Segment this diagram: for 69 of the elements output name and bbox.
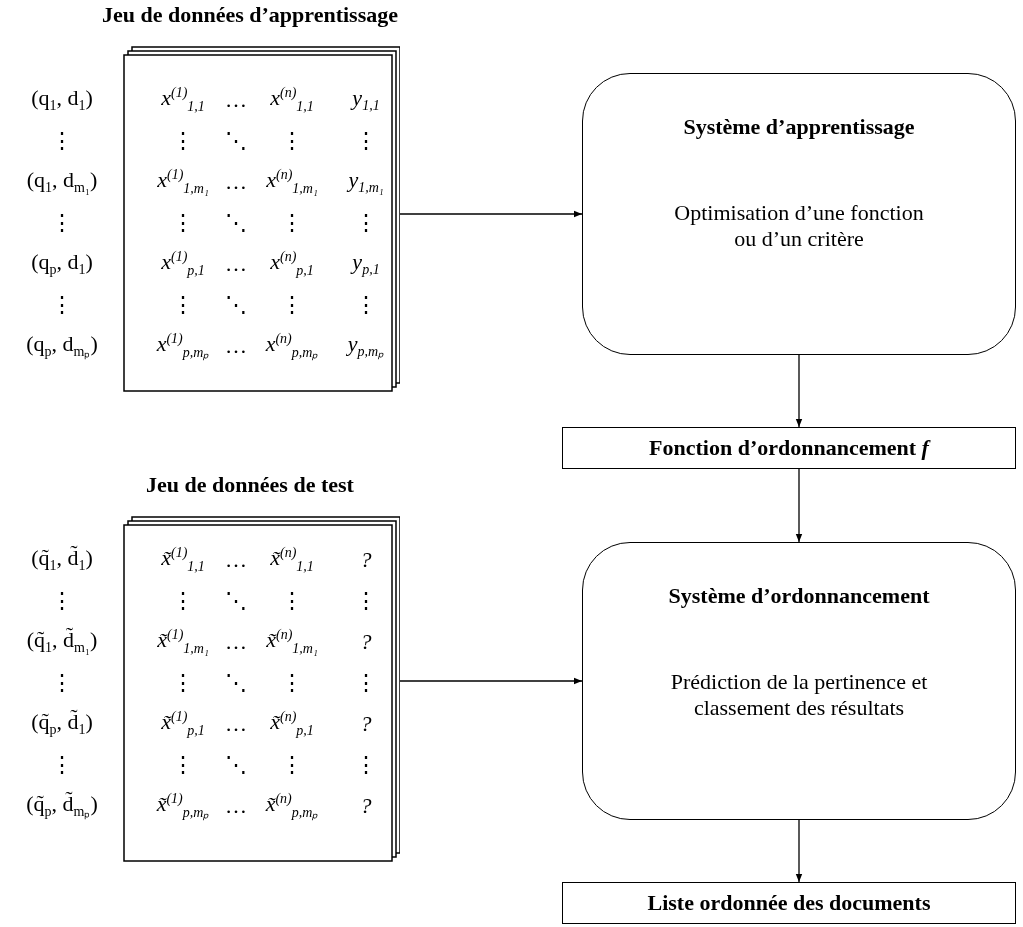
matrix-entry: y$_{p,1}$ bbox=[352, 250, 380, 278]
ellipsis: ⋮ bbox=[281, 754, 303, 776]
ellipsis: ⋱ bbox=[225, 754, 247, 776]
ellipsis: ⋮ bbox=[51, 672, 73, 694]
ellipsis: ⋮ bbox=[51, 754, 73, 776]
ellipsis: … bbox=[225, 549, 247, 571]
matrix-entry: y$_{p,mₚ}$ bbox=[347, 332, 385, 360]
ellipsis: … bbox=[225, 631, 247, 653]
row-label: (q̃$_{1}$, d̃$_{m₁}$) bbox=[26, 628, 98, 656]
table-heading: Jeu de données d’apprentissage bbox=[101, 2, 399, 28]
ellipsis: ⋮ bbox=[355, 754, 377, 776]
ellipsis: ⋮ bbox=[355, 212, 377, 234]
ellipsis: ⋮ bbox=[172, 212, 194, 234]
ellipsis: ⋮ bbox=[172, 754, 194, 776]
ellipsis: ⋮ bbox=[51, 130, 73, 152]
row-label: (q̃$_{p}$, d̃$_{1}$) bbox=[31, 710, 93, 738]
ellipsis: ⋮ bbox=[355, 590, 377, 612]
row-label: (q$_{1}$, d$_{m₁}$) bbox=[26, 168, 98, 196]
ellipsis: ⋮ bbox=[281, 590, 303, 612]
ellipsis: … bbox=[225, 171, 247, 193]
arrow bbox=[795, 819, 803, 883]
arrow bbox=[795, 354, 803, 428]
matrix-entry: y$_{1,1}$ bbox=[352, 86, 380, 114]
table-heading: Jeu de données de test bbox=[145, 472, 355, 498]
ellipsis: ⋮ bbox=[355, 130, 377, 152]
ellipsis: … bbox=[225, 253, 247, 275]
ellipsis: … bbox=[225, 713, 247, 735]
row-label: (q̃$_{p}$, d̃$_{mₚ}$) bbox=[26, 792, 98, 820]
box-title: Système d’apprentissage bbox=[683, 114, 915, 140]
arrow bbox=[399, 210, 583, 218]
ellipsis: ⋱ bbox=[225, 294, 247, 316]
ellipsis: ⋮ bbox=[51, 590, 73, 612]
row-label: (q$_{p}$, d$_{mₚ}$) bbox=[26, 332, 98, 360]
ellipsis: ⋮ bbox=[355, 294, 377, 316]
ellipsis: ⋮ bbox=[281, 212, 303, 234]
process-box bbox=[582, 542, 1016, 820]
ellipsis: … bbox=[225, 795, 247, 817]
arrow bbox=[399, 677, 583, 685]
ellipsis: ⋮ bbox=[172, 672, 194, 694]
output-box: Fonction d’ordonnancement f bbox=[562, 427, 1016, 469]
ellipsis: ⋮ bbox=[172, 294, 194, 316]
ellipsis: ⋱ bbox=[225, 590, 247, 612]
matrix-entry: y$_{1,m₁}$ bbox=[348, 168, 384, 196]
ellipsis: ⋮ bbox=[281, 294, 303, 316]
ellipsis: ⋮ bbox=[281, 130, 303, 152]
row-label: (q$_{1}$, d$_{1}$) bbox=[31, 86, 93, 114]
matrix-entry: ? bbox=[360, 795, 372, 817]
ellipsis: ⋮ bbox=[51, 212, 73, 234]
matrix-entry: ? bbox=[360, 713, 372, 735]
ellipsis: ⋮ bbox=[172, 130, 194, 152]
ellipsis: ⋮ bbox=[172, 590, 194, 612]
arrow bbox=[795, 468, 803, 543]
output-box: Liste ordonnée des documents bbox=[562, 882, 1016, 924]
box-text: Optimisation d’une fonction ou d’un critère bbox=[673, 200, 925, 252]
row-label: (q̃$_{1}$, d̃$_{1}$) bbox=[31, 546, 93, 574]
ellipsis: ⋮ bbox=[51, 294, 73, 316]
ellipsis: ⋮ bbox=[281, 672, 303, 694]
ellipsis: … bbox=[225, 335, 247, 357]
ellipsis: ⋱ bbox=[225, 672, 247, 694]
ellipsis: ⋮ bbox=[355, 672, 377, 694]
ellipsis: ⋱ bbox=[225, 212, 247, 234]
box-title: Système d’ordonnancement bbox=[668, 583, 930, 609]
matrix-entry: ? bbox=[360, 631, 372, 653]
matrix-entry: ? bbox=[360, 549, 372, 571]
process-box bbox=[582, 73, 1016, 355]
ellipsis: ⋱ bbox=[225, 130, 247, 152]
ellipsis: … bbox=[225, 89, 247, 111]
row-label: (q$_{p}$, d$_{1}$) bbox=[31, 250, 93, 278]
box-text: Prédiction de la pertinence et classement des résultats bbox=[669, 669, 929, 721]
